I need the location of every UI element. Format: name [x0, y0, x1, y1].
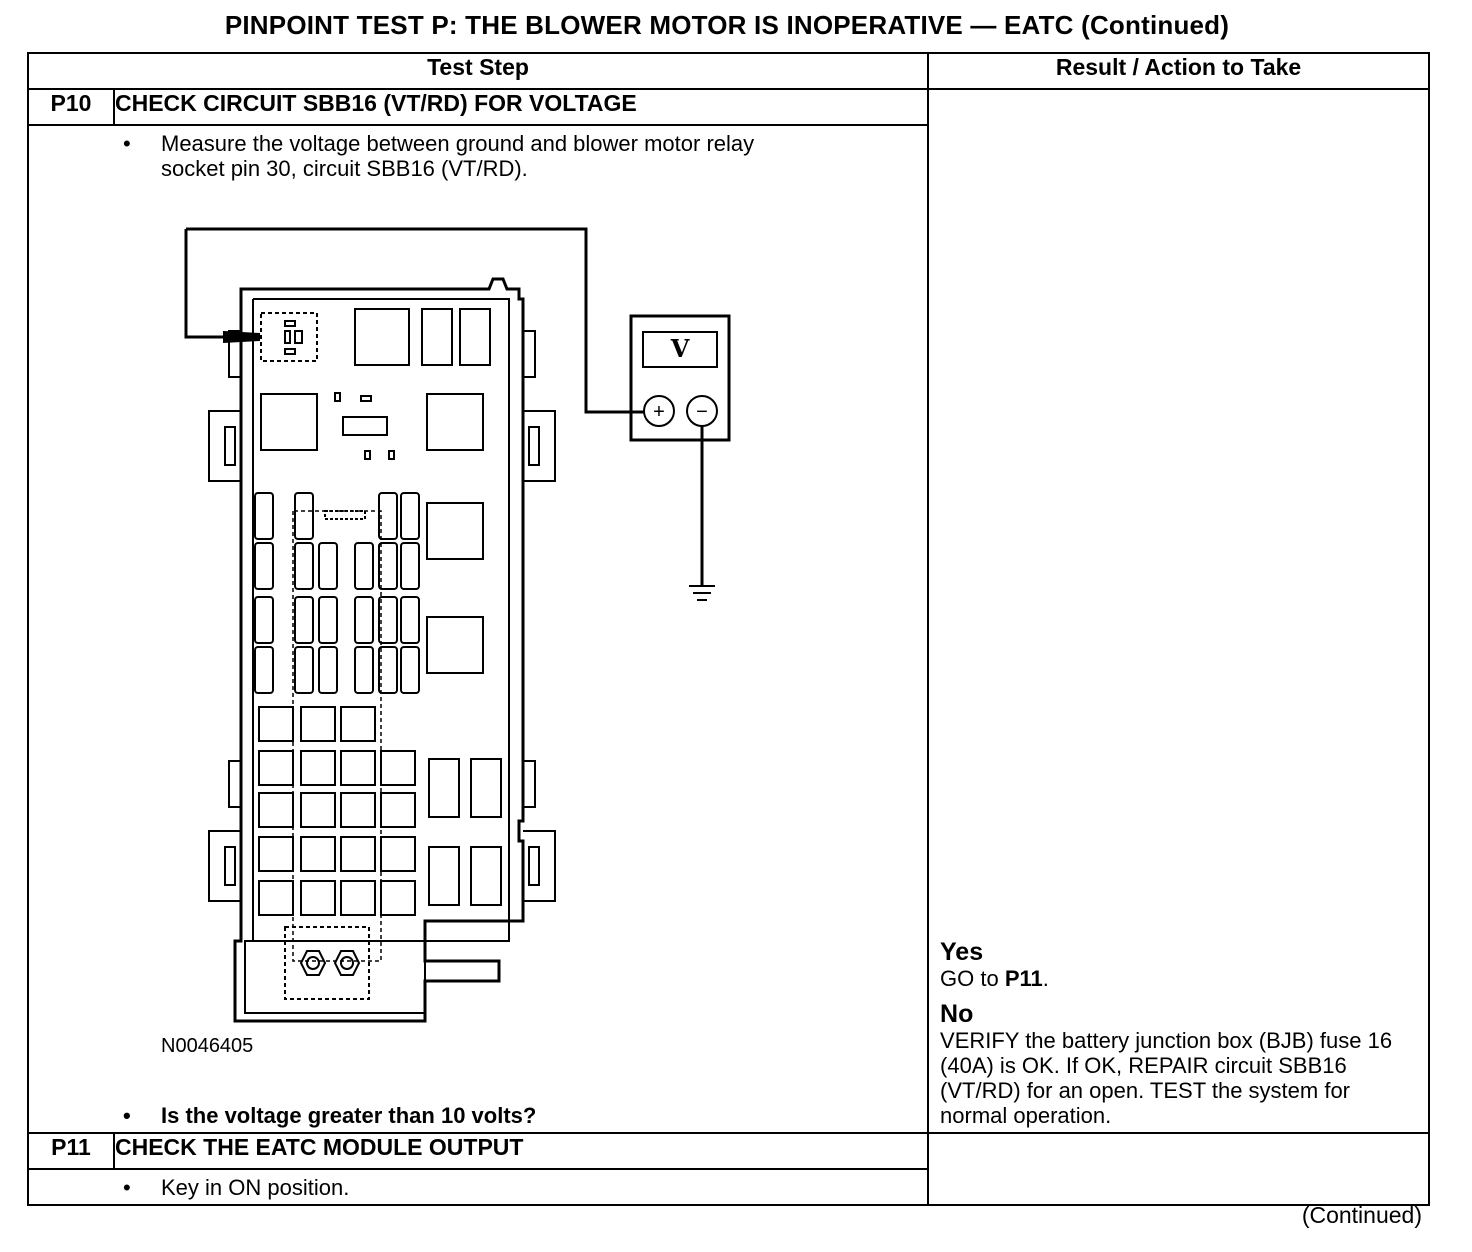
figure-id: N0046405 — [161, 1035, 254, 1057]
relay-large-1 — [354, 308, 410, 366]
yes-end: . — [1042, 966, 1049, 991]
right-clip-upper — [523, 410, 556, 482]
relay-large-5 — [426, 616, 484, 674]
question-text: Is the voltage greater than 10 volts? — [161, 1103, 537, 1128]
yes-action: GO to P11. — [940, 966, 1422, 991]
meter-positive-wire — [186, 227, 644, 414]
mini-fuse-grid — [254, 492, 420, 694]
no-label: No — [940, 1000, 974, 1028]
step-body-p11: • Key in ON position. — [26, 1168, 930, 1206]
table-header-row: Test Step Result / Action to Take — [26, 52, 1431, 90]
right-latch-lower — [528, 846, 540, 886]
yes-label: Yes — [940, 938, 984, 966]
step-p11-body-row: • Key in ON position. — [26, 1168, 1429, 1206]
blower-relay-socket — [260, 312, 318, 362]
step-heading-p10: CHECK CIRCUIT SBB16 (VT/RD) FOR VOLTAGE — [112, 88, 930, 126]
junction-box-diagram: V + − — [184, 227, 731, 1023]
highlighted-fuse-path — [324, 510, 366, 520]
pin-c — [364, 450, 371, 460]
left-latch-lower — [224, 846, 236, 886]
meter-plus-terminal — [643, 395, 675, 427]
step-p10-heading-row: P10 CHECK CIRCUIT SBB16 (VT/RD) FOR VOLT… — [27, 88, 1431, 1134]
result-header: Result / Action to Take — [927, 52, 1431, 90]
cartridge-fuse-4 — [470, 846, 502, 906]
pin-b — [360, 395, 372, 402]
connector-housing — [244, 940, 426, 1014]
no-action: VERIFY the battery junction box (BJB) fu… — [940, 1028, 1393, 1128]
terminal-nut-left — [299, 950, 327, 976]
relay-large-3 — [426, 393, 484, 451]
step-p11-heading-row: P11 CHECK THE EATC MODULE OUTPUT — [27, 1132, 1431, 1206]
voltmeter-label: V — [670, 334, 690, 363]
question-p10: • Is the voltage greater than 10 volts? — [29, 1103, 927, 1128]
relay-large-2 — [260, 393, 318, 451]
step-id-p11: P11 — [27, 1132, 115, 1170]
instruction-text: Measure the voltage between ground and b… — [161, 131, 755, 181]
terminal-nut-right — [333, 950, 361, 976]
socket-pin-87 — [284, 320, 296, 327]
junction-box-outline — [233, 277, 525, 1023]
result-p10: Yes GO to P11. No VERIFY the battery jun… — [929, 939, 1428, 1132]
left-latch-upper — [224, 426, 236, 466]
cartridge-fuse-1 — [428, 758, 460, 818]
socket-pin-85 — [294, 330, 303, 344]
junction-box-figure: V + − — [29, 181, 927, 1103]
instruction-p11-1: • Key in ON position. — [29, 1175, 927, 1200]
relay-small — [342, 416, 388, 436]
right-clip-lower — [523, 830, 556, 902]
step-p10-body-row: • Measure the voltage between ground and… — [26, 124, 1429, 1134]
result-cell-p10: Yes GO to P11. No VERIFY the battery jun… — [927, 88, 1431, 1134]
ground-icon — [689, 585, 715, 601]
pin-d — [388, 450, 395, 460]
lower-notches — [228, 760, 536, 808]
relay-large-4 — [426, 502, 484, 560]
cartridge-fuse-3 — [428, 846, 460, 906]
left-clip-lower — [208, 830, 241, 902]
step-body-p10: • Measure the voltage between ground and… — [26, 124, 930, 1134]
relay-tall-1 — [421, 308, 453, 366]
positive-lead-wire — [184, 229, 244, 339]
test-step-header: Test Step — [26, 52, 930, 90]
battery-terminal-area — [284, 926, 370, 1000]
plus-sign: + — [653, 401, 665, 423]
yes-text: GO to — [940, 966, 1005, 991]
relay-tall-2 — [459, 308, 491, 366]
right-latch-upper — [528, 426, 540, 466]
yes-step-ref: P11 — [1004, 966, 1043, 991]
step-heading-p11: CHECK THE EATC MODULE OUTPUT — [112, 1132, 930, 1170]
socket-pin-86 — [284, 348, 296, 355]
left-clip-upper — [208, 410, 241, 482]
upper-notches — [228, 330, 536, 378]
highlighted-circuit-path — [292, 510, 382, 962]
result-cell-p11 — [927, 1132, 1431, 1206]
cartridge-fuse-2 — [470, 758, 502, 818]
minus-sign: − — [696, 401, 708, 423]
pinpoint-test-table: Test Step Result / Action to Take P10 CH… — [26, 52, 1431, 1206]
pin-a — [334, 392, 341, 402]
maxi-fuse-grid — [258, 706, 416, 916]
step-id-p10: P10 — [27, 88, 115, 126]
voltmeter-body — [629, 314, 731, 442]
page-title: PINPOINT TEST P: THE BLOWER MOTOR IS INO… — [224, 10, 1230, 40]
instruction-p10-1: • Measure the voltage between ground and… — [29, 131, 761, 181]
continued-note: (Continued) — [1301, 1202, 1422, 1228]
socket-pin-30 — [284, 330, 291, 344]
bullet-dot: • — [123, 1174, 131, 1200]
voltmeter-display — [642, 331, 718, 368]
bullet-dot: • — [123, 1103, 131, 1128]
bullet-dot: • — [123, 131, 131, 156]
instruction-text: Key in ON position. — [161, 1174, 350, 1200]
